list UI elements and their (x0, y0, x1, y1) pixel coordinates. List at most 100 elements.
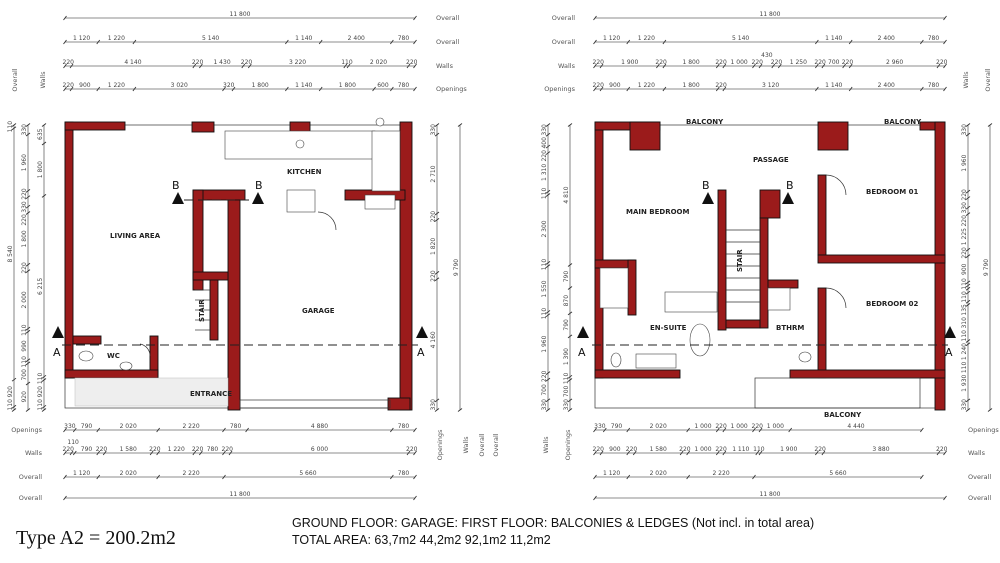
dimension-tick (987, 408, 993, 412)
dimension-tick (545, 151, 551, 155)
dimension-value: 1 800 (683, 82, 700, 89)
dimension-tick (593, 15, 597, 21)
dimension-value: 2 020 (650, 423, 667, 430)
dimension-value: 330 (541, 124, 548, 136)
dimension-tick (920, 39, 924, 45)
stair-treads (726, 229, 760, 303)
dimension-tick (132, 39, 137, 45)
dimension-value: 220 (63, 82, 75, 89)
wall (817, 174, 827, 256)
dimension-tick (96, 86, 101, 92)
dimension-tick (965, 247, 971, 252)
dimension-value: 220 (593, 446, 605, 453)
dimension-value: 3 020 (171, 82, 188, 89)
dimension-value: 1 220 (638, 82, 655, 89)
dimension-tick (41, 408, 47, 412)
dimension-tick (777, 63, 782, 69)
oven (286, 189, 316, 213)
dimension-value: 110 (563, 373, 570, 385)
dimension-tick (545, 132, 551, 137)
dimension-tick (788, 427, 793, 433)
dimension-value: 2 020 (120, 423, 137, 430)
wall (387, 397, 411, 411)
room-living-area: LIVING AREA (110, 232, 161, 240)
dimension-value: 2 220 (182, 470, 199, 477)
dimension-tick (965, 283, 971, 288)
dimension-value: 1 220 (108, 35, 125, 42)
dimension-value: 1 800 (37, 161, 44, 178)
dimension-value: 310 (961, 317, 968, 329)
dimension-tick (72, 450, 77, 456)
section-label-b: B (786, 179, 794, 192)
dimension-value: 400 (541, 137, 548, 149)
dimension-tick (11, 126, 17, 131)
dimension-value: 780 (398, 423, 410, 430)
dimension-tick (192, 450, 197, 456)
dimension-tick (11, 404, 17, 409)
first-floor-plan: MAIN BEDROOM BEDROOM 01 BEDROOM 02 PASSA… (577, 118, 956, 419)
dimension-tick (567, 286, 573, 290)
dimension-tick (434, 271, 440, 275)
dimension-value: 3 880 (872, 446, 889, 453)
dimension-value: 2 020 (650, 470, 667, 477)
dimension-tick (920, 86, 924, 92)
dimension-tick (434, 218, 440, 222)
section-arrow-icon (172, 192, 184, 204)
dimension-value: 220 (21, 188, 28, 200)
room-garage: GARAGE (302, 307, 335, 315)
dimension-tick (632, 450, 637, 456)
dimension-tick (626, 39, 631, 45)
dimension-value: 900 (961, 263, 968, 275)
dimension-tick (69, 450, 74, 456)
dimension-value: 1 390 (563, 348, 570, 365)
dimension-tick (25, 211, 31, 215)
dimension-tick (25, 262, 31, 267)
dimension-tick (102, 450, 107, 456)
dimension-value: 780 (398, 82, 410, 89)
dimension-row-label: Openings (436, 429, 444, 460)
dimension-tick (593, 495, 597, 501)
dimension-tick (192, 63, 197, 69)
dimension-tick (25, 188, 31, 193)
dimension-tick (545, 310, 551, 314)
dimension-tick (25, 358, 31, 363)
dimension-tick (96, 427, 101, 433)
dimension-value: 1 000 (694, 446, 711, 453)
dimension-tick (593, 63, 597, 69)
dimension-value: 1 110 (732, 446, 749, 453)
dimension-value: 920 (37, 386, 44, 398)
dimension-value: 220 (406, 59, 418, 66)
dimension-value: 220 (192, 59, 204, 66)
dimension-tick (626, 450, 631, 456)
dimension-tick (25, 123, 31, 127)
dimension-value: 9 790 (983, 259, 990, 276)
dimension-tick (96, 450, 101, 456)
dimension-value: 220 (626, 446, 638, 453)
dimension-value: 990 (21, 340, 28, 352)
dimension-tick (679, 450, 684, 456)
dimension-value: 220 (593, 82, 605, 89)
dimension-tick (987, 123, 993, 127)
dimension-row-label: Overall (19, 473, 42, 481)
dimension-tick (602, 427, 607, 433)
dimension-tick (943, 39, 947, 45)
dimension-tick (936, 63, 941, 69)
dimension-value: 330 (594, 423, 606, 430)
dimension-tick (593, 39, 597, 45)
dimension-value: 5 140 (202, 35, 219, 42)
dimension-tick (662, 39, 667, 45)
plant-icon (375, 117, 385, 127)
stair-treads (195, 289, 210, 331)
dimension-tick (567, 311, 573, 316)
dimension-tick (63, 495, 67, 501)
dimension-tick (722, 450, 727, 456)
dimension-value: 1 900 (780, 446, 797, 453)
dimension-value: 2 220 (182, 423, 199, 430)
dimension-tick (25, 269, 31, 273)
dimension-value: 900 (79, 82, 91, 89)
dimension-value: 9 790 (453, 259, 460, 276)
dimension-value: 1 000 (767, 423, 784, 430)
dimension-tick (69, 86, 74, 92)
dimension-tick (545, 371, 551, 375)
dimension-row-label: Walls (25, 449, 43, 457)
